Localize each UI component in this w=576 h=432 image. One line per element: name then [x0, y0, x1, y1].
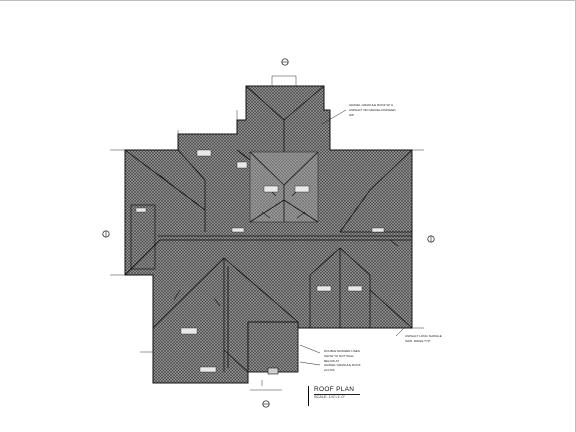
south-marker-icon: [262, 400, 270, 408]
east-marker-icon: [427, 235, 435, 243]
page-top-border: [0, 0, 576, 1]
north-marker-icon: [281, 58, 289, 66]
callout-right-2: SHIN. RIDGE TYP.: [405, 339, 431, 343]
west-marker-icon: [102, 230, 110, 238]
callout-top-right-3: HIP: [349, 113, 354, 117]
callout-bottom-2a: GRAVEL GRANULE ROOF: [324, 363, 361, 367]
plan-title: ROOF PLAN: [314, 386, 355, 393]
bay-box-bottom: [267, 367, 279, 375]
dimension-marks: [110, 75, 424, 391]
callout-top-right-1: GRAVEL GRANULE ROOF W/ &: [349, 103, 393, 107]
callout-leaders: [299, 109, 405, 366]
callout-bottom-1c: BELOW AT: [324, 359, 339, 363]
title-rule: [308, 386, 309, 406]
roof-outline: [124, 85, 413, 384]
ridge-lines: [124, 85, 413, 373]
plan-scale: SCALE: 1/4"=1'-0": [314, 395, 345, 399]
callout-bottom-2b: 2x4 R/S: [324, 368, 335, 372]
title-block: ROOF PLAN SCALE: 1/4"=1'-0": [308, 386, 388, 406]
left-bay: [130, 204, 156, 270]
callout-bottom-1a: DOUBLE DRAWER LINES: [324, 349, 360, 353]
title-underline: [314, 393, 360, 395]
roof-lower-wing: [247, 321, 299, 373]
callout-right-1: ASPHALT LONG SHINGLE: [405, 334, 442, 338]
callout-top-right-2: ASPHALT OR GRAVEL-FINISHED: [349, 108, 396, 112]
callout-bottom-1b: SHOW TO NOT WALL: [324, 354, 355, 358]
area-labels: [135, 149, 385, 373]
